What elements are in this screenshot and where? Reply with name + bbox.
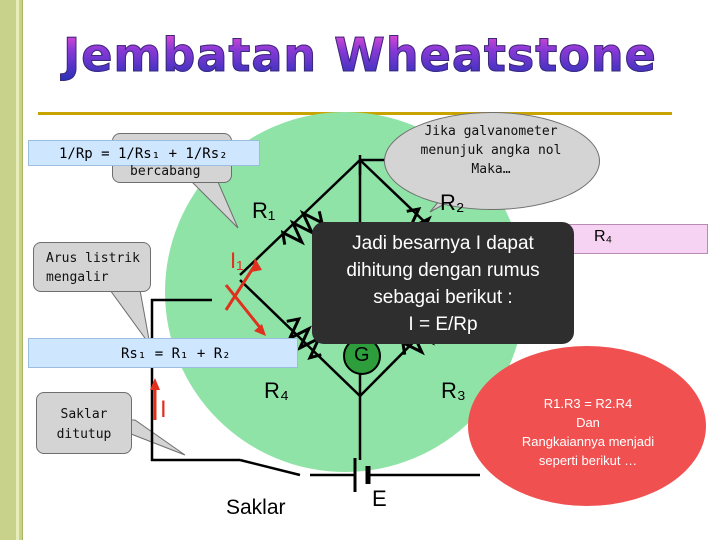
label-g: G bbox=[354, 344, 370, 366]
arus-line-1: Arus listrik bbox=[46, 251, 140, 266]
balance-bubble bbox=[468, 346, 706, 506]
callout-tail-arus bbox=[109, 289, 151, 346]
r4-fragment: R₄ bbox=[594, 228, 613, 245]
parallel-formula-bar: 1/Rp = 1/Rs₁ + 1/Rs₂ bbox=[28, 140, 260, 166]
r4-fragment-bar bbox=[548, 224, 708, 254]
current-arrow-i1 bbox=[224, 264, 257, 311]
label-i1: I₁ bbox=[230, 248, 244, 273]
label-r1: R₁ bbox=[252, 198, 276, 223]
label-r4: R₄ bbox=[264, 378, 289, 403]
formula-line-3: sebagai berikut : bbox=[373, 287, 513, 308]
slide-title: Jembatan Wheatstone bbox=[0, 28, 720, 83]
balance-line-3: Rangkaiannya menjadi bbox=[521, 434, 655, 449]
formula-line-4: I = E/Rp bbox=[408, 314, 478, 335]
label-r2: R₂ bbox=[440, 190, 465, 215]
saklar-callout: Saklar ditutup bbox=[36, 392, 132, 454]
current-arrow-main-head bbox=[150, 378, 160, 390]
current-arrow-i2-head bbox=[254, 324, 266, 336]
galvanometer-callout bbox=[384, 112, 600, 210]
balance-line-1: R1.R3 = R2.R4 bbox=[543, 396, 633, 411]
formula-line-2: dihitung dengan rumus bbox=[346, 260, 540, 281]
saklar-line-2: ditutup bbox=[56, 427, 112, 442]
saklar-line-1: Saklar bbox=[60, 407, 108, 422]
arus-callout: Arus listrik mengalir bbox=[33, 242, 151, 292]
label-saklar: Saklar bbox=[226, 496, 286, 519]
wires bbox=[150, 155, 480, 477]
current-arrow-i1-head bbox=[251, 258, 262, 272]
series-formula: Rs₁ = R₁ + R₂ bbox=[121, 346, 231, 362]
formula-box: Jadi besarnya I dapat dihitung dengan ru… bbox=[312, 222, 574, 344]
balance-bubble-text: R1.R3 = R2.R4 Dan Rangkaiannya menjadi s… bbox=[478, 394, 698, 470]
slide-sidebar bbox=[0, 0, 23, 540]
parallel-formula: 1/Rp = 1/Rs₁ + 1/Rs₂ bbox=[59, 146, 228, 162]
galvanometer-callout-text: Jika galvanometer menunjuk angka nol Mak… bbox=[392, 122, 590, 179]
formula-line-1: Jadi besarnya I dapat bbox=[352, 233, 534, 254]
label-i: I bbox=[160, 396, 167, 423]
label-e: E bbox=[372, 486, 387, 511]
parallel-hidden-word: bercabang bbox=[130, 164, 201, 179]
galvano-line-3: Maka… bbox=[471, 162, 511, 177]
galvano-line-2: menunjuk angka nol bbox=[420, 143, 562, 158]
sidebar-stripe bbox=[16, 0, 19, 540]
current-arrow-i2 bbox=[224, 284, 264, 331]
resistor-r1 bbox=[280, 209, 325, 246]
label-r3: R₃ bbox=[441, 378, 466, 403]
galvano-line-1: Jika galvanometer bbox=[424, 124, 558, 139]
balance-line-4: seperti berikut … bbox=[538, 453, 638, 468]
arus-line-2: mengalir bbox=[46, 270, 109, 285]
resistor-r4 bbox=[286, 316, 323, 360]
series-formula-bar: Rs₁ = R₁ + R₂ bbox=[28, 338, 298, 368]
balance-line-2: Dan bbox=[576, 415, 600, 430]
